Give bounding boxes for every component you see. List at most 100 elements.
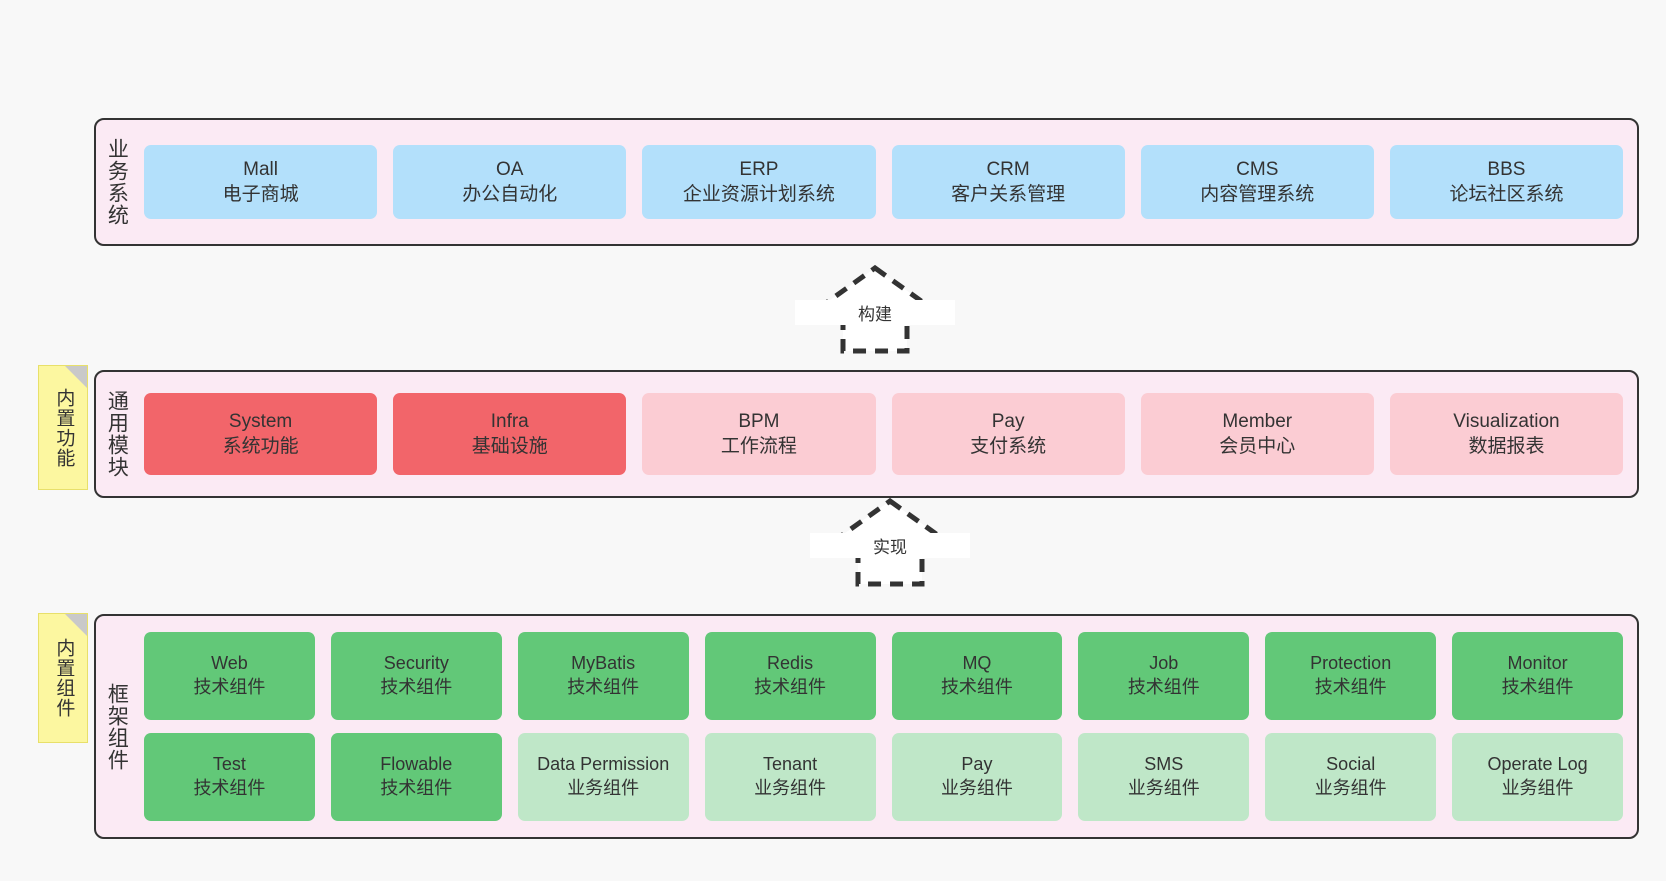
- card-social-en: Social: [1326, 754, 1376, 775]
- card-data-permission-en: Data Permission: [537, 754, 670, 775]
- card-mq[interactable]: MQ 技术组件: [891, 632, 1063, 720]
- card-infra-en: Infra: [490, 410, 529, 432]
- card-erp[interactable]: ERP 企业资源计划系统: [642, 145, 876, 219]
- card-mall-en: Mall: [243, 158, 278, 180]
- card-bpm-cn: 工作流程: [720, 436, 797, 457]
- card-redis-en: Redis: [767, 653, 814, 674]
- card-mall-cn: 电子商城: [222, 184, 299, 205]
- framework-row-business: Test 技术组件 Flowable 技术组件 Data Permission …: [144, 733, 1623, 821]
- card-web-en: Web: [211, 653, 248, 674]
- card-cms-cn: 内容管理系统: [1200, 184, 1315, 205]
- card-member-cn: 会员中心: [1219, 436, 1296, 457]
- card-flowable[interactable]: Flowable 技术组件: [330, 733, 502, 821]
- card-system[interactable]: System 系统功能: [144, 393, 378, 475]
- layer-business-system: 业务系统 Mall 电子商城 OA 办公自动化 ERP 企业资源计划系统 CRM…: [94, 118, 1639, 246]
- card-social-cn: 业务组件: [1314, 778, 1387, 798]
- card-system-cn: 系统功能: [222, 436, 299, 457]
- card-mall[interactable]: Mall 电子商城: [144, 145, 378, 219]
- card-erp-en: ERP: [739, 158, 779, 180]
- card-tenant-en: Tenant: [763, 754, 818, 775]
- card-bpm[interactable]: BPM 工作流程: [642, 393, 876, 475]
- card-cms[interactable]: CMS 内容管理系统: [1140, 145, 1374, 219]
- layer-business-system-title: 业务系统: [105, 138, 129, 226]
- card-infra[interactable]: Infra 基础设施: [393, 393, 627, 475]
- card-protection-en: Protection: [1310, 653, 1392, 674]
- card-visualization[interactable]: Visualization 数据报表: [1389, 393, 1624, 475]
- card-security[interactable]: Security 技术组件: [330, 632, 502, 720]
- card-web[interactable]: Web 技术组件: [144, 632, 315, 720]
- note-fold-corner-icon: [65, 614, 87, 636]
- card-protection[interactable]: Protection 技术组件: [1265, 632, 1437, 720]
- layer-common-module-cards: System 系统功能 Infra 基础设施 BPM 工作流程 Pay 支付系统…: [136, 372, 1637, 496]
- card-job[interactable]: Job 技术组件: [1078, 632, 1250, 720]
- card-pay-module[interactable]: Pay 支付系统: [891, 393, 1125, 475]
- arrow-implement-shape: [812, 497, 968, 587]
- card-infra-cn: 基础设施: [471, 436, 548, 457]
- layer-business-system-cards: Mall 电子商城 OA 办公自动化 ERP 企业资源计划系统 CRM 客户关系…: [136, 120, 1637, 244]
- card-test-cn: 技术组件: [193, 778, 266, 798]
- card-flowable-cn: 技术组件: [380, 778, 453, 798]
- note-builtin-function: 内置功能: [38, 365, 88, 490]
- card-bbs[interactable]: BBS 论坛社区系统: [1389, 145, 1624, 219]
- card-mybatis-en: MyBatis: [571, 653, 636, 674]
- card-pay-component[interactable]: Pay 业务组件: [891, 733, 1063, 821]
- card-visualization-cn: 数据报表: [1468, 436, 1545, 457]
- card-redis[interactable]: Redis 技术组件: [704, 632, 876, 720]
- framework-row-technical: Web 技术组件 Security 技术组件 MyBatis 技术组件 Redi…: [144, 632, 1623, 720]
- note-fold-corner-icon: [65, 366, 87, 388]
- card-monitor-cn: 技术组件: [1501, 677, 1574, 697]
- card-member-en: Member: [1222, 410, 1293, 432]
- card-tenant[interactable]: Tenant 业务组件: [704, 733, 876, 821]
- layer-common-module: 通用模块 System 系统功能 Infra 基础设施 BPM 工作流程 Pay…: [94, 370, 1639, 498]
- card-tenant-cn: 业务组件: [754, 778, 827, 798]
- card-mybatis-cn: 技术组件: [567, 677, 640, 697]
- card-operate-log[interactable]: Operate Log 业务组件: [1452, 733, 1623, 821]
- card-sms-cn: 业务组件: [1127, 778, 1200, 798]
- arrow-build: 构建: [795, 262, 955, 357]
- card-pay-component-en: Pay: [961, 754, 993, 775]
- card-pay-module-en: Pay: [991, 410, 1025, 432]
- card-system-en: System: [228, 410, 293, 432]
- card-mybatis[interactable]: MyBatis 技术组件: [517, 632, 689, 720]
- card-monitor-en: Monitor: [1507, 653, 1568, 674]
- card-data-permission[interactable]: Data Permission 业务组件: [517, 733, 689, 821]
- layer-framework-component-rows: Web 技术组件 Security 技术组件 MyBatis 技术组件 Redi…: [136, 616, 1637, 837]
- card-protection-cn: 技术组件: [1314, 677, 1387, 697]
- layer-framework-component-title: 框架组件: [105, 682, 129, 771]
- arrow-implement: 实现: [810, 495, 970, 590]
- note-builtin-component: 内置组件: [38, 613, 88, 743]
- card-sms[interactable]: SMS 业务组件: [1078, 733, 1250, 821]
- card-flowable-en: Flowable: [380, 754, 453, 775]
- card-sms-en: SMS: [1144, 754, 1184, 775]
- card-operate-log-cn: 业务组件: [1501, 778, 1574, 798]
- card-bpm-en: BPM: [738, 410, 780, 432]
- card-redis-cn: 技术组件: [754, 677, 827, 697]
- card-erp-cn: 企业资源计划系统: [682, 184, 835, 205]
- card-pay-component-cn: 业务组件: [940, 778, 1013, 798]
- card-member[interactable]: Member 会员中心: [1140, 393, 1374, 475]
- card-oa-en: OA: [496, 158, 524, 180]
- card-operate-log-en: Operate Log: [1487, 754, 1588, 775]
- card-data-permission-cn: 业务组件: [567, 778, 640, 798]
- note-builtin-component-label: 内置组件: [53, 638, 75, 718]
- card-web-cn: 技术组件: [193, 677, 266, 697]
- card-monitor[interactable]: Monitor 技术组件: [1452, 632, 1623, 720]
- card-test[interactable]: Test 技术组件: [144, 733, 315, 821]
- card-crm-en: CRM: [986, 158, 1030, 180]
- card-oa[interactable]: OA 办公自动化: [393, 145, 627, 219]
- card-bbs-cn: 论坛社区系统: [1449, 184, 1564, 205]
- card-security-en: Security: [383, 653, 449, 674]
- card-job-cn: 技术组件: [1127, 677, 1200, 697]
- card-cms-en: CMS: [1236, 158, 1279, 180]
- card-visualization-en: Visualization: [1453, 410, 1560, 432]
- card-oa-cn: 办公自动化: [462, 184, 558, 205]
- note-builtin-function-label: 内置功能: [53, 387, 75, 468]
- card-social[interactable]: Social 业务组件: [1265, 733, 1437, 821]
- card-mq-en: MQ: [962, 653, 992, 674]
- arrow-build-shape: [797, 264, 953, 354]
- card-job-en: Job: [1149, 653, 1179, 674]
- card-crm[interactable]: CRM 客户关系管理: [891, 145, 1125, 219]
- card-bbs-en: BBS: [1487, 158, 1526, 180]
- layer-framework-component: 框架组件 Web 技术组件 Security 技术组件 MyBatis 技术组件…: [94, 614, 1639, 839]
